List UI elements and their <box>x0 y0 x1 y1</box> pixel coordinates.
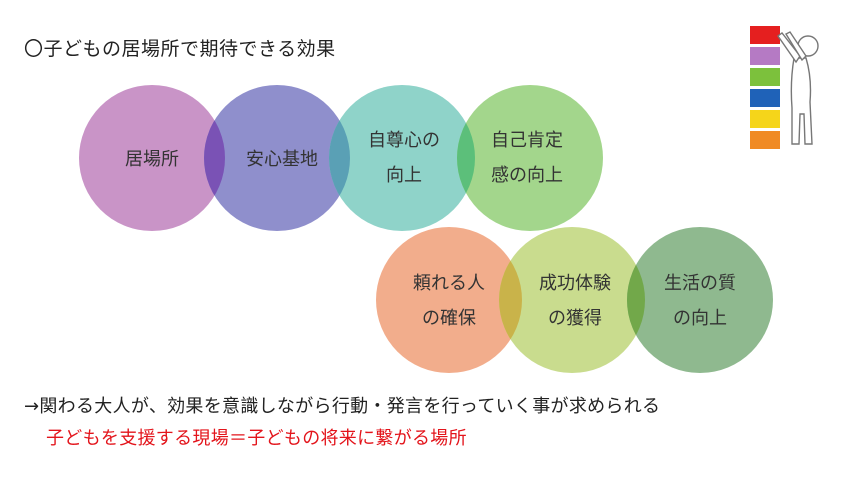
label-seiko-taiken-line1: 成功体験 <box>539 273 611 294</box>
label-seikatsu-shitsu-line1: 生活の質 <box>664 273 736 294</box>
logo-block-purple <box>750 47 780 65</box>
person-figure-icon <box>777 31 819 145</box>
circle-jiko-kotei <box>457 85 603 231</box>
label-seiko-taiken-line2: の獲得 <box>548 308 602 329</box>
logo-block-yellow <box>750 110 780 128</box>
building-blocks-logo <box>750 26 819 149</box>
label-tayoreru-hito-line2: の確保 <box>422 308 476 329</box>
logo-block-blue <box>750 89 780 107</box>
circle-seiko-taiken <box>499 227 645 373</box>
circle-jisonshin <box>329 85 475 231</box>
label-anshin-kichi: 安心基地 <box>246 149 318 170</box>
logo-block-orange <box>750 131 780 149</box>
label-jiko-kotei-line1: 自己肯定 <box>491 130 563 151</box>
logo-block-red <box>750 26 780 44</box>
label-jiko-kotei-line2: 感の向上 <box>491 165 563 186</box>
label-jisonshin-line2: 向上 <box>386 165 422 186</box>
label-jisonshin-line1: 自尊心の <box>368 130 440 151</box>
note-adults-role: →関わる大人が、効果を意識しながら行動・発言を行っていく事が求められる <box>24 396 661 417</box>
note-support-site: 子どもを支援する現場＝子どもの将来に繋がる場所 <box>46 428 467 449</box>
label-tayoreru-hito-line1: 頼れる人 <box>413 273 485 294</box>
label-seikatsu-shitsu-line2: の向上 <box>673 308 727 329</box>
circle-seikatsu-shitsu <box>627 227 773 373</box>
circle-tayoreru-hito <box>376 227 522 373</box>
circle-anshin-kichi <box>204 85 350 231</box>
slide-title: 〇子どもの居場所で期待できる効果 <box>24 38 336 60</box>
label-ibasho: 居場所 <box>125 149 179 170</box>
logo-block-green <box>750 68 780 86</box>
circle-ibasho <box>79 85 225 231</box>
